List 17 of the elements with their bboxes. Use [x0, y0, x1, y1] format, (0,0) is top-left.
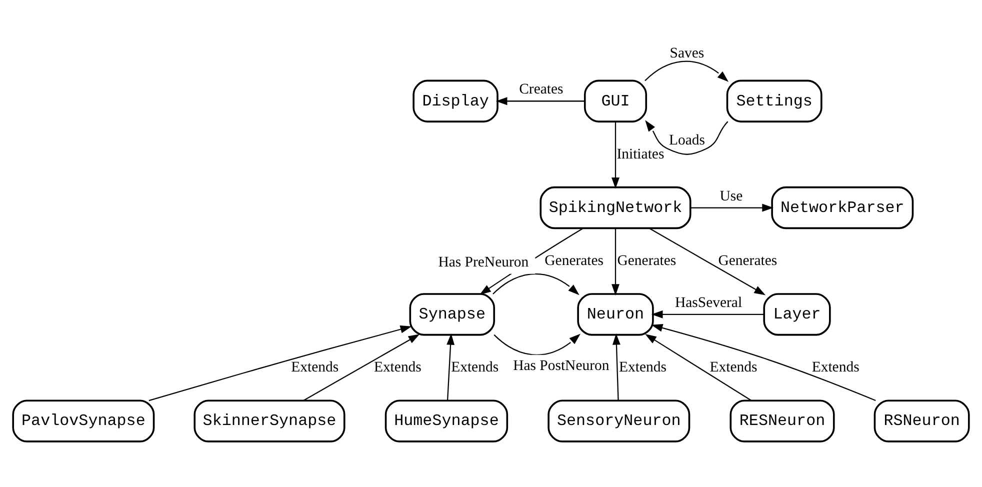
edge-label: Extends	[374, 360, 422, 376]
edge-label: Loads	[668, 132, 705, 149]
edge-label: Generates	[544, 252, 604, 269]
edge-label: Use	[720, 188, 743, 204]
edge-label: Initiates	[616, 146, 664, 162]
edge-label: Extends	[812, 360, 860, 376]
edge-label: Extends	[618, 360, 666, 376]
edge-label: Creates	[519, 82, 564, 98]
edge-label: Has PostNeuron	[513, 358, 610, 374]
edge-label: Has PreNeuron	[438, 254, 529, 270]
edge-label: Saves	[670, 45, 704, 62]
edge-label: Extends	[451, 360, 499, 376]
edge-label: HasSeveral	[674, 294, 742, 311]
edge-label: Extends	[291, 360, 339, 376]
edge-label: Generates	[617, 252, 676, 269]
edge-label: Generates	[718, 252, 778, 269]
edge-label: Extends	[710, 360, 758, 376]
